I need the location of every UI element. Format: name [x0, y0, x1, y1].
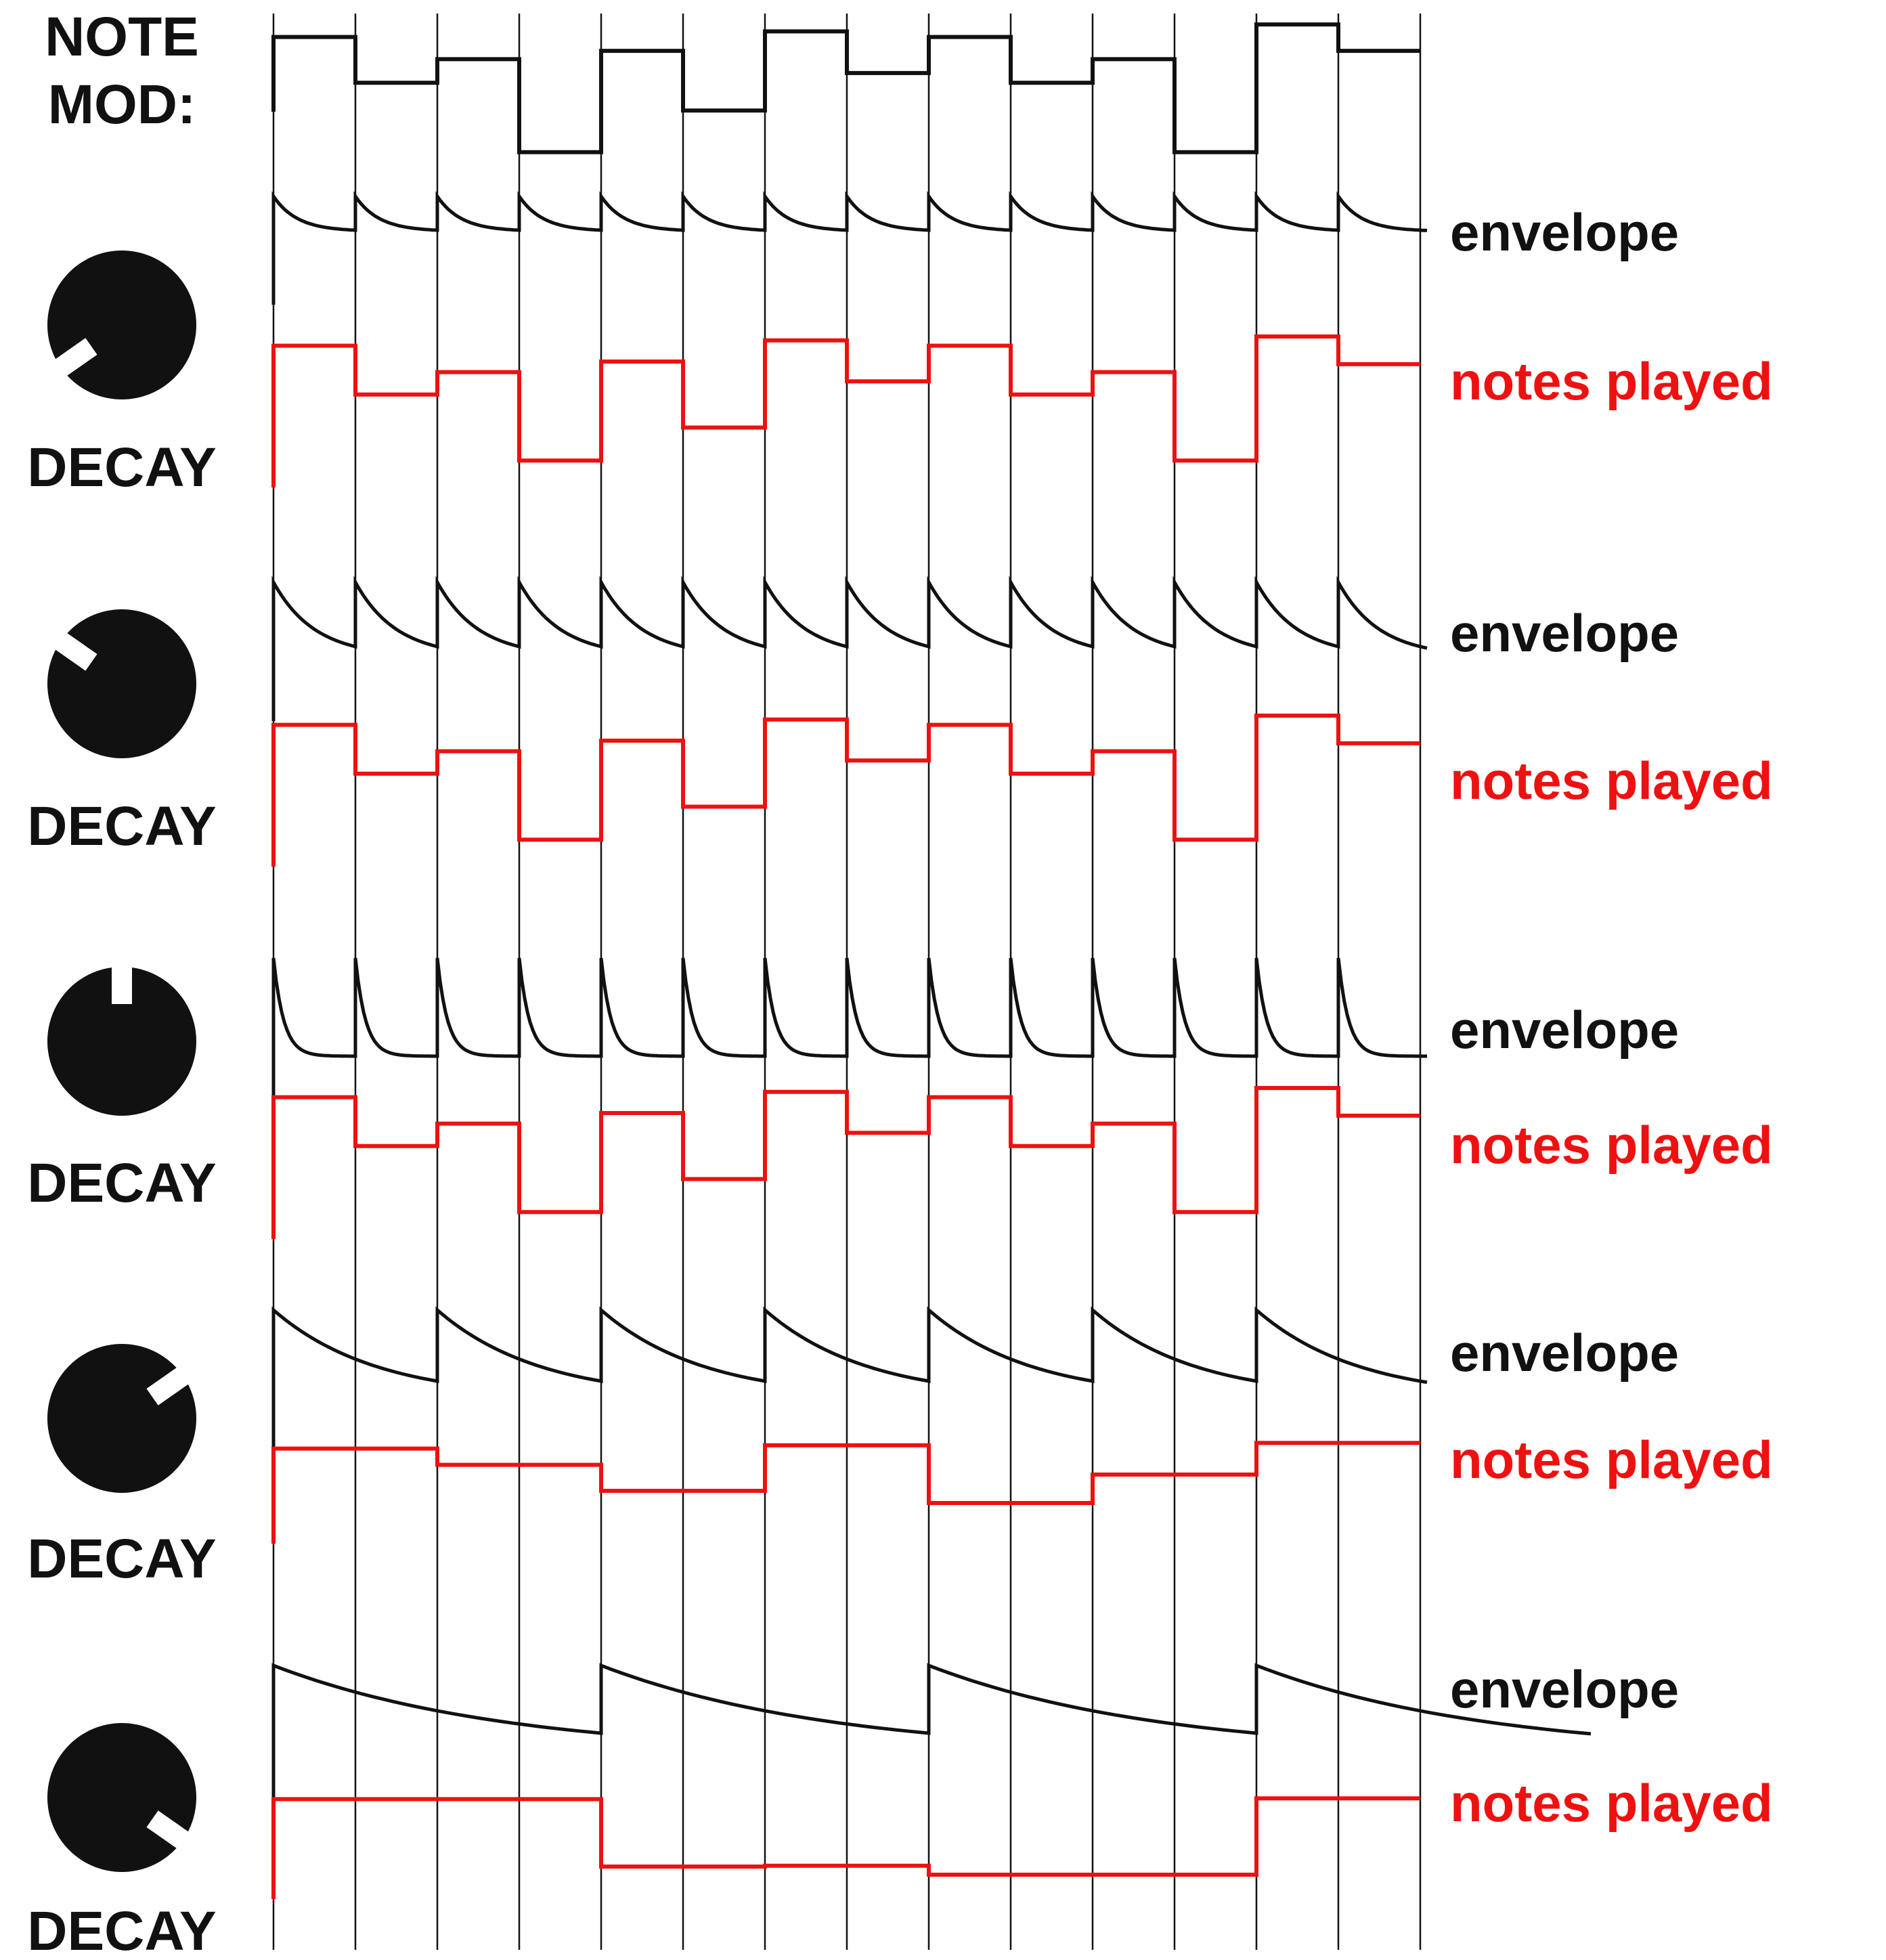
decay-row-5: DECAY envelope notes played [27, 1659, 1773, 1960]
notes-played-label: notes played [1450, 351, 1773, 411]
envelope-label: envelope [1450, 202, 1679, 262]
envelope-label: envelope [1450, 603, 1679, 663]
knob-pointer [53, 632, 97, 671]
notes-played-curve [271, 1441, 1420, 1544]
envelope-curve [271, 957, 1427, 1131]
knob-body [47, 1344, 196, 1493]
notes-played-label: notes played [1450, 751, 1773, 810]
decay-knob-icon[interactable] [47, 1344, 196, 1493]
note-mod-waveform [271, 22, 1420, 154]
decay-knob-icon[interactable] [47, 251, 196, 399]
envelope-label: envelope [1450, 1323, 1679, 1382]
title-line-1: NOTE [45, 6, 199, 68]
notes-played-label: notes played [1450, 1115, 1773, 1175]
decay-row-2: DECAY envelope notes played [27, 575, 1773, 867]
knob-body [47, 609, 196, 758]
knob-pointer [146, 1810, 190, 1850]
title-line-2: MOD: [48, 74, 196, 135]
decay-knob-label: DECAY [27, 1528, 217, 1590]
decay-knob-label: DECAY [27, 796, 217, 857]
knob-body [47, 251, 196, 399]
decay-knob-icon[interactable] [47, 965, 196, 1116]
decay-row-3: DECAY envelope notes played [27, 957, 1773, 1239]
envelope-curve [271, 191, 1428, 305]
notes-played-label: notes played [1450, 1430, 1773, 1489]
envelope-curve [271, 1663, 1592, 1808]
decay-knob-icon[interactable] [47, 1723, 196, 1872]
knob-pointer [146, 1366, 190, 1406]
knob-body [47, 967, 196, 1116]
decay-knob-icon[interactable] [47, 609, 196, 758]
notes-played-label: notes played [1450, 1773, 1773, 1833]
envelope-label: envelope [1450, 1659, 1679, 1719]
notes-played-curve [271, 334, 1420, 487]
envelope-label: envelope [1450, 1000, 1679, 1060]
decay-knob-label: DECAY [27, 1152, 217, 1214]
notes-played-curve [271, 1796, 1420, 1899]
decay-row-4: DECAY envelope notes played [27, 1306, 1773, 1590]
decay-row-1: DECAY envelope notes played [27, 191, 1773, 498]
knob-pointer [53, 338, 97, 377]
knob-body [47, 1723, 196, 1872]
decay-knob-label: DECAY [27, 1900, 217, 1960]
envelope-curve [271, 575, 1428, 721]
notes-played-curve [271, 1085, 1420, 1239]
envelope-curve [271, 1306, 1428, 1456]
notes-played-curve [271, 713, 1420, 867]
decay-knob-label: DECAY [27, 437, 217, 498]
